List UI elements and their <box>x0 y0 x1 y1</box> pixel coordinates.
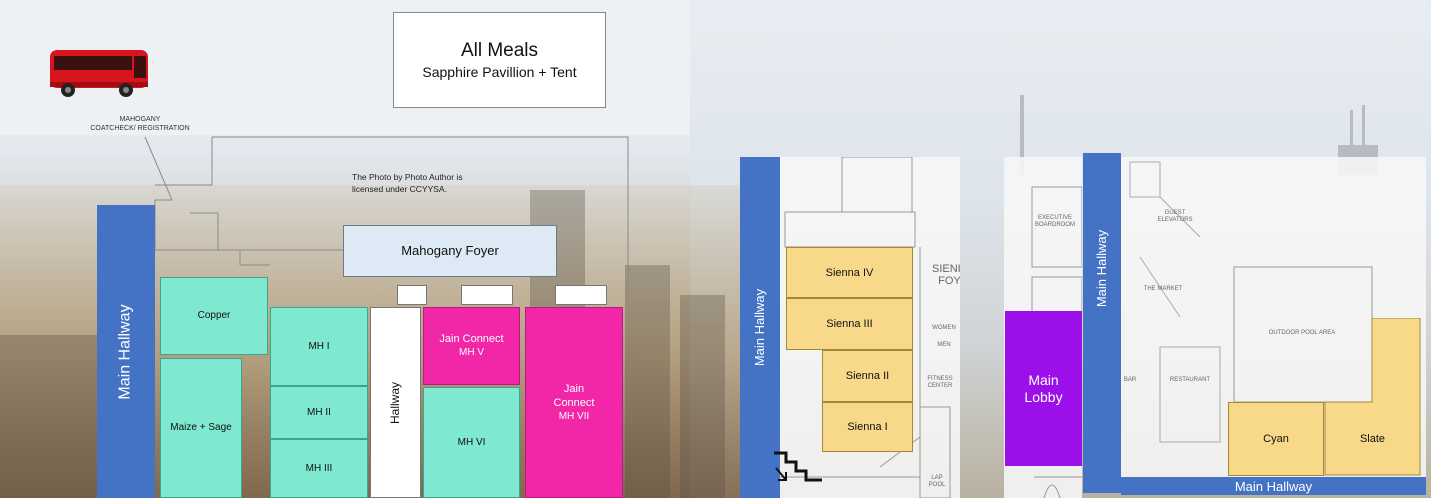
room-mh-ii[interactable]: MH II <box>270 386 368 439</box>
room-sienna-iv[interactable]: Sienna IV <box>786 247 913 298</box>
room-sienna-i[interactable]: Sienna I <box>822 402 913 452</box>
room-jain-connect-mh-vii[interactable]: Jain Connect MH VII <box>525 307 623 498</box>
main-hallway-left[interactable]: Main Hallway <box>97 205 155 498</box>
room-maize-sage[interactable]: Maize + Sage <box>160 358 242 498</box>
hallway-mh[interactable]: Hallway <box>370 307 421 498</box>
bus-label: MAHOGANY COATCHECK/ REGISTRATION <box>90 116 190 132</box>
room-main-lobby[interactable]: Main Lobby <box>1005 311 1082 466</box>
foyer-door-3 <box>555 285 607 305</box>
room-jain-connect-mh-v[interactable]: Jain Connect MH V <box>423 307 520 385</box>
main-hallway-middle[interactable]: Main Hallway <box>740 157 780 498</box>
lap-pool-label: LAP POOL <box>928 475 946 488</box>
meals-title: All Meals <box>460 40 539 61</box>
room-copper[interactable]: Copper <box>160 277 268 355</box>
market-label: THE MARKET <box>1143 286 1183 292</box>
room-slate-shape <box>1324 317 1421 476</box>
bar-label: BAR <box>1123 377 1137 383</box>
meals-subtitle: Sapphire Pavillion + Tent <box>422 64 577 80</box>
women-label: WOMEN <box>932 325 956 331</box>
room-slate[interactable]: Slate <box>1359 433 1386 445</box>
photo-credit: The Photo by Photo Author is licensed un… <box>352 172 463 194</box>
foyer-door-1 <box>397 285 427 305</box>
room-mh-vi[interactable]: MH VI <box>423 387 520 498</box>
room-sienna-iii[interactable]: Sienna III <box>786 298 913 350</box>
room-mh-i[interactable]: MH I <box>270 307 368 386</box>
room-sienna-ii[interactable]: Sienna II <box>822 350 913 402</box>
stairs-icon <box>772 450 824 485</box>
main-hallway-right-horizontal[interactable]: Main Hallway <box>1121 477 1426 495</box>
men-label: MEN <box>937 342 951 348</box>
left-plan-outline <box>144 136 629 305</box>
sienna-foyer-label: SIENI FOY <box>932 263 961 287</box>
room-cyan[interactable]: Cyan <box>1228 402 1324 476</box>
outdoor-pool-label: OUTDOOR POOL AREA <box>1268 330 1336 336</box>
foyer-door-2 <box>461 285 513 305</box>
room-mahogany-foyer[interactable]: Mahogany Foyer <box>343 225 557 277</box>
guest-elevators-label: GUEST ELEVATORS <box>1157 210 1193 223</box>
meals-info-box: All Meals Sapphire Pavillion + Tent <box>393 12 606 108</box>
executive-boardroom-label: EXECUTIVE BOARDROOM <box>1034 215 1075 228</box>
fitness-label: FITNESS CENTER <box>927 376 953 389</box>
restaurant-label: RESTAURANT <box>1169 377 1211 383</box>
bus-icon <box>48 46 152 98</box>
room-mh-iii[interactable]: MH III <box>270 439 368 498</box>
main-hallway-right-vertical[interactable]: Main Hallway <box>1083 153 1121 493</box>
